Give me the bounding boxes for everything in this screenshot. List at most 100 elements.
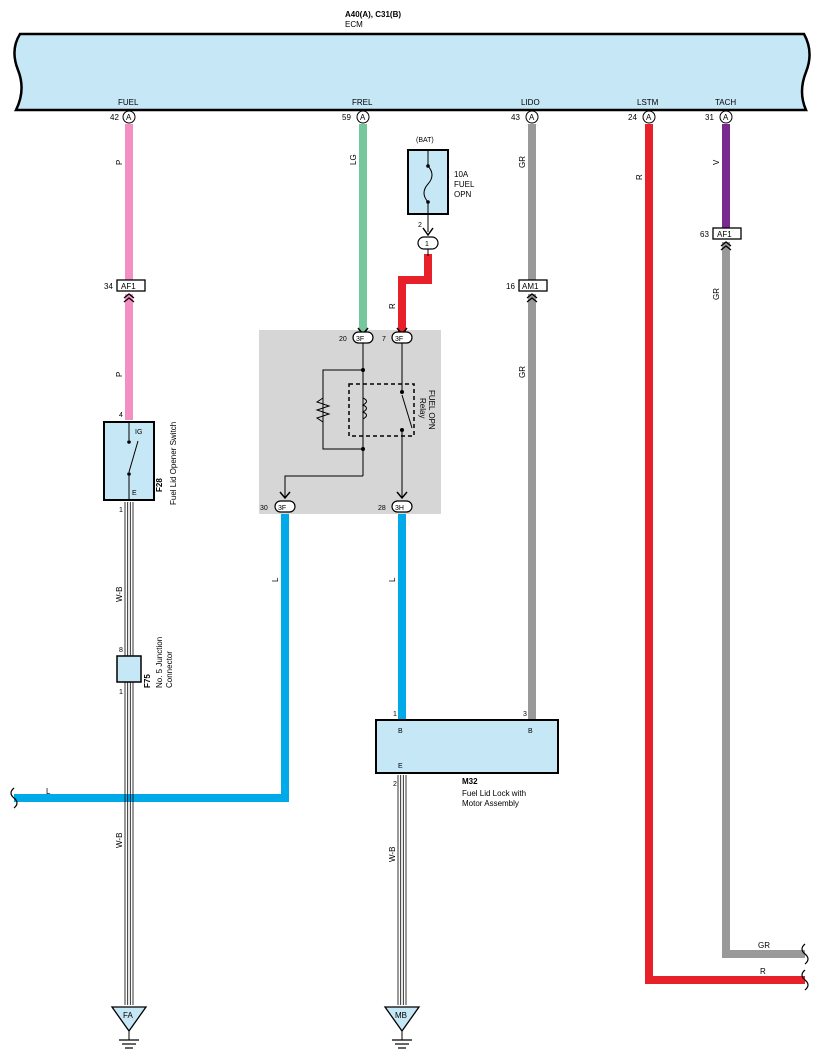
wire-bat-relay (398, 254, 432, 334)
motor-terminal: E (398, 763, 403, 770)
motor-name: Motor Assembly (462, 799, 519, 808)
pin-number: 24 (628, 113, 637, 122)
pin-name: 3F (356, 336, 364, 343)
wire-relay-out-left (14, 514, 289, 802)
wire-label: L (388, 577, 397, 582)
pin-connector: A (646, 113, 652, 122)
connector-number: 16 (506, 282, 515, 291)
fuse-name: OPN (454, 190, 472, 199)
pin-connector: A (529, 113, 535, 122)
pin-name: 3F (278, 505, 286, 512)
pin-label: FREL (352, 98, 373, 107)
fuse-source: (BAT) (416, 137, 434, 144)
relay-pin-20: 3F 20 (339, 327, 374, 344)
pin-connector: A (360, 113, 366, 122)
connector-af1-tach: AF1 63 (700, 227, 742, 251)
ground-label: MB (395, 1011, 407, 1020)
switch-name: Fuel Lid Opener Switch (169, 422, 178, 505)
wire-label: GR (712, 288, 721, 300)
wire-break-left (10, 787, 18, 809)
ecm-pin-fuel: FUEL 42 A (110, 98, 139, 124)
wire-label: V (712, 159, 721, 165)
switch-pin: 1 (119, 507, 123, 514)
fuel-lid-lock-motor: 1 3 B B E 2 M32 Fuel Lid Lock with Motor… (375, 711, 559, 808)
fuse-rating: 10A (454, 170, 469, 179)
junction-name: Connector (165, 651, 174, 688)
relay-block (259, 330, 441, 514)
ecm-name: ECM (345, 20, 363, 29)
wire-label: LG (349, 154, 358, 165)
pin-label: TACH (715, 98, 736, 107)
switch-pin: 4 (119, 412, 123, 419)
connector-name: AM1 (522, 282, 539, 291)
wire-label: P (115, 372, 124, 377)
wire-label: R (635, 174, 644, 180)
pin-number: 43 (511, 113, 520, 122)
wire-label: R (760, 967, 766, 976)
pin-label: LSTM (637, 98, 659, 107)
ecm-pin-frel: FREL 59 A (342, 98, 373, 124)
fuse-name: FUEL (454, 180, 475, 189)
junction-name: No. 5 Junction (155, 637, 164, 688)
wire-label: L (271, 577, 280, 582)
wire-label: W-B (388, 847, 397, 862)
switch-id: F28 (155, 478, 164, 492)
relay-fuel-opn: 3F 20 3F 7 FUEL OPN Relay (260, 327, 436, 513)
ground-mb: MB (383, 1006, 421, 1049)
ecm-pin-lstm: LSTM 24 A (628, 98, 659, 124)
relay-name: FUEL OPN (427, 390, 436, 430)
connector-number: 63 (700, 230, 709, 239)
wire-lstm (645, 124, 805, 984)
fuel-lid-opener-switch: 4 IG E 1 F28 Fuel Lid Opener Switch (103, 412, 178, 514)
pin-number: 20 (339, 336, 347, 343)
motor-pin: 3 (523, 711, 527, 718)
pin-number: 31 (705, 113, 714, 122)
wire-label: L (46, 787, 51, 796)
motor-terminal: B (528, 728, 533, 735)
switch-terminal: IG (135, 429, 142, 436)
junction-pin: 8 (119, 647, 123, 654)
wire-label: GR (518, 366, 527, 378)
connector-number: 34 (104, 282, 113, 291)
pin-connector: A (126, 113, 132, 122)
pin-number: 30 (260, 505, 268, 512)
motor-id: M32 (462, 777, 478, 786)
connector-am1: AM1 16 (506, 279, 548, 303)
fuse-pin: 2 (418, 222, 422, 229)
ground-label: FA (123, 1011, 133, 1020)
connector-name: AF1 (121, 282, 136, 291)
relay-pin-28: 3H 28 (378, 491, 413, 513)
switch-terminal: E (132, 490, 137, 497)
wire-break-right-r (801, 969, 809, 991)
wire-label: W-B (115, 833, 124, 848)
motor-terminal: B (398, 728, 403, 735)
ecm-ref: A40(A), C31(B) (345, 10, 401, 19)
ecm-pin-tach: TACH 31 A (705, 98, 736, 124)
wire-label: P (115, 160, 124, 165)
junction-pin: 1 (119, 689, 123, 696)
pin-number: 7 (382, 336, 386, 343)
fuse-junction: 1 (425, 241, 429, 248)
pin-number: 28 (378, 505, 386, 512)
relay-name: Relay (418, 398, 427, 418)
wire-label: GR (518, 156, 527, 168)
ground-fa: FA (110, 1006, 148, 1049)
wire-break-right-gr (801, 943, 809, 965)
wire-label: W-B (115, 587, 124, 602)
pin-label: LIDO (521, 98, 540, 107)
motor-pin: 1 (393, 711, 397, 718)
pin-connector: A (723, 113, 729, 122)
pin-number: 42 (110, 113, 119, 122)
wire-label: GR (758, 941, 770, 950)
wire-tach-lower (722, 242, 805, 958)
relay-pin-30: 3F 30 (260, 491, 296, 513)
wire-label: R (388, 303, 397, 309)
pin-number: 59 (342, 113, 351, 122)
connector-af1-fuel: AF1 34 (104, 279, 146, 303)
pin-name: 3F (395, 336, 403, 343)
pin-label: FUEL (118, 98, 139, 107)
ecm-block: A40(A), C31(B) ECM (13, 10, 811, 112)
fuse-fuel-opn: (BAT) 10A FUEL OPN 2 1 (407, 137, 475, 256)
pin-name: 3H (395, 505, 404, 512)
